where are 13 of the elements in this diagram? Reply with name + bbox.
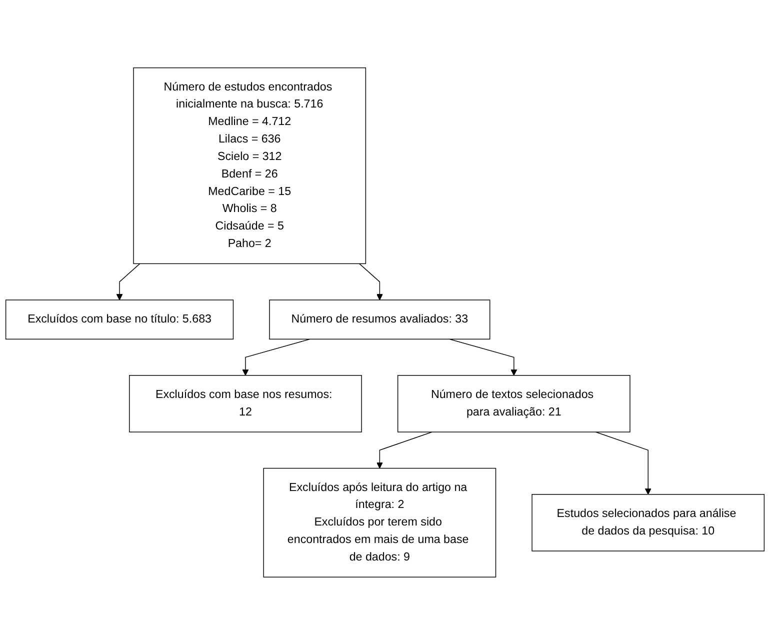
node-box: Número de resumos avaliados: 33	[269, 299, 490, 340]
node-box: Número de estudos encontrados inicialmente na busca: 5.716 Medline = 4.712 Lilacs = 636 Scielo = 312 Bdenf = 26 MedCaribe = 15 Wholis = 8 Cidsaúde = 5 Paho= 2	[133, 66, 366, 264]
arrow	[359, 262, 383, 300]
arrow	[376, 431, 432, 468]
arrow	[116, 262, 140, 300]
arrow	[242, 338, 310, 376]
node-box: Estudos selecionados para análise de dados da pesquisa: 10	[532, 494, 765, 551]
node-box: Excluídos com base no título: 5.683	[5, 299, 234, 340]
node-box: Excluídos com base nos resumos: 12	[129, 374, 362, 432]
arrow	[449, 338, 518, 376]
node-box: Número de textos selecionados para avaliação: 21	[397, 374, 630, 432]
arrow	[595, 431, 652, 494]
node-box: Excluídos após leitura do artigo na íntegra: 2 Excluídos por terem sido encontrados em mais de uma base de dados: 9	[263, 467, 496, 578]
